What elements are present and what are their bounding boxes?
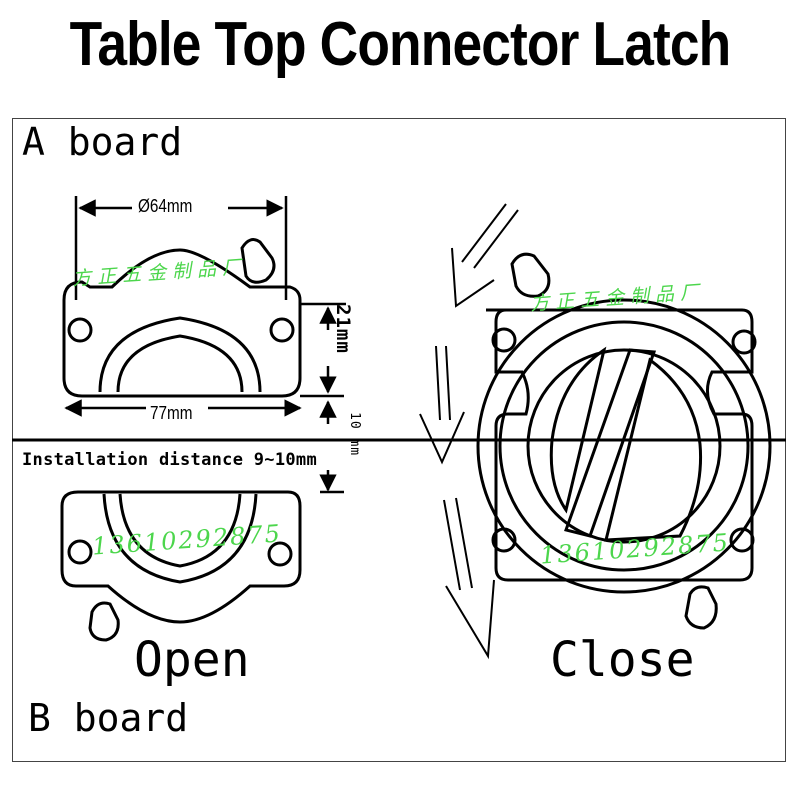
closed-latch bbox=[476, 252, 772, 630]
diameter-dimension-label: Ø64mm bbox=[138, 196, 193, 216]
open-latch-bottom-half bbox=[60, 490, 302, 642]
page-title: Table Top Connector Latch bbox=[69, 10, 732, 79]
gap-dimension-label: 10 mm bbox=[347, 412, 362, 457]
installation-distance-label: Installation distance 9~10mm bbox=[22, 450, 317, 470]
open-label: Open bbox=[134, 632, 250, 688]
width-dimension-label: 77mm bbox=[150, 403, 193, 423]
board-b-label: B board bbox=[28, 696, 189, 740]
dimension-lines bbox=[64, 196, 346, 494]
board-a-label: A board bbox=[22, 120, 183, 164]
height-dimension-label: 21mm bbox=[332, 304, 354, 354]
rotation-arrows bbox=[419, 203, 519, 660]
open-latch-top-half bbox=[62, 238, 302, 398]
close-label: Close bbox=[550, 632, 695, 688]
